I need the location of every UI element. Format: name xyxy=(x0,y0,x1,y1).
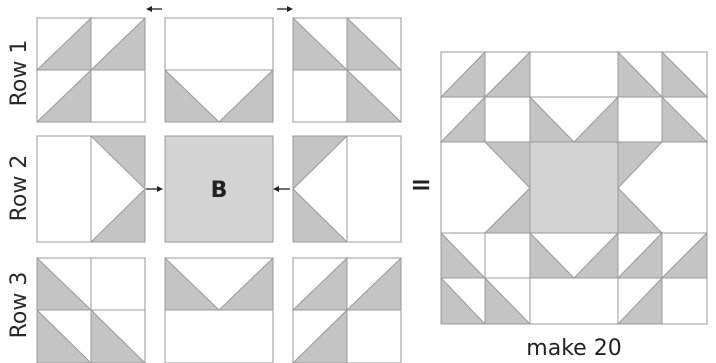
row1-left-corner-block xyxy=(35,16,146,123)
finished-block xyxy=(439,50,709,325)
row-3-label: Row 3 xyxy=(7,272,32,339)
arrow-left-icon xyxy=(146,6,162,12)
row3-left-corner-block xyxy=(36,256,146,363)
row1-right-corner-block xyxy=(292,16,403,123)
arrow-left-icon xyxy=(273,186,290,192)
arrow-right-icon xyxy=(146,186,163,192)
center-square-block: B xyxy=(164,135,274,243)
row-1-label: Row 1 xyxy=(7,40,32,107)
arrow-right-icon xyxy=(277,6,293,12)
row2-right-geese-block xyxy=(292,135,402,243)
row3-center-geese-block xyxy=(164,256,274,363)
row-2-label: Row 2 xyxy=(7,155,32,222)
row3-right-corner-block xyxy=(291,256,402,363)
row1-center-geese-block xyxy=(164,17,274,123)
equals-sign: = xyxy=(410,170,432,200)
center-block-label: B xyxy=(211,178,228,203)
make-count-caption: make 20 xyxy=(526,336,621,361)
row2-left-geese-block xyxy=(36,135,146,243)
